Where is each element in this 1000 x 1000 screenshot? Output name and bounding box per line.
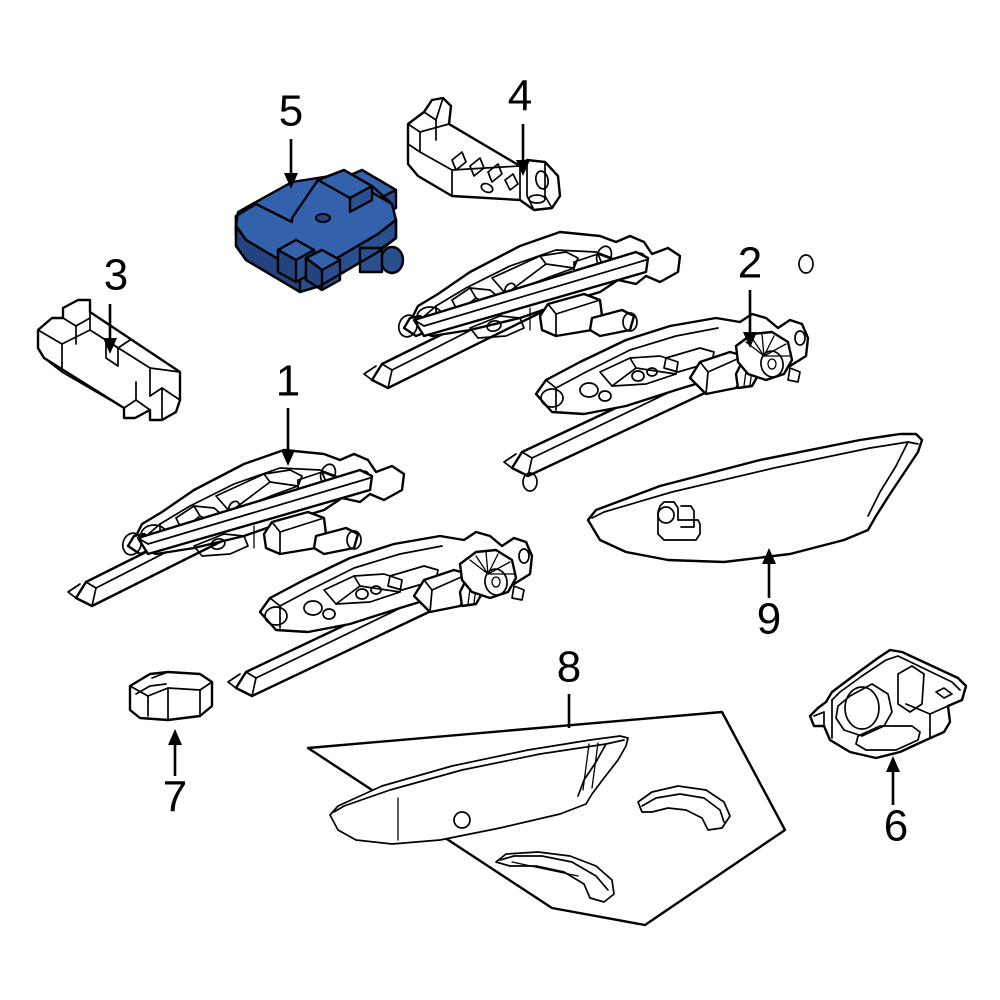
callout-5-arrowhead bbox=[284, 173, 298, 189]
callout-7[interactable]: 7 bbox=[163, 729, 187, 822]
callout-1-number: 1 bbox=[276, 357, 300, 406]
callout-1[interactable]: 1 bbox=[276, 357, 300, 466]
callout-9[interactable]: 9 bbox=[757, 548, 781, 644]
callout-5[interactable]: 5 bbox=[279, 87, 303, 189]
callout-8[interactable]: 8 bbox=[557, 643, 581, 728]
callout-9-number: 9 bbox=[757, 595, 781, 644]
callout-6-number: 6 bbox=[884, 802, 908, 851]
part-8-seat-trim-panel-kit[interactable] bbox=[306, 710, 787, 927]
part-5-seat-control-module[interactable] bbox=[234, 168, 405, 294]
callout-6-arrowhead bbox=[886, 756, 900, 772]
callout-3-arrowhead bbox=[103, 338, 117, 354]
part-1-seat-track-adjuster-left[interactable] bbox=[67, 448, 538, 698]
callout-7-number: 7 bbox=[163, 773, 187, 822]
callout-2[interactable]: 2 bbox=[738, 239, 762, 348]
callout-2-number: 2 bbox=[738, 239, 762, 288]
callout-3-number: 3 bbox=[104, 251, 128, 300]
callout-2-arrowhead bbox=[743, 332, 757, 348]
callout-7-arrowhead bbox=[168, 729, 182, 745]
callout-layer: 1 2 3 4 bbox=[103, 72, 908, 851]
callout-8-number: 8 bbox=[557, 643, 581, 692]
part-7-track-end-cap[interactable] bbox=[128, 670, 214, 722]
callout-3[interactable]: 3 bbox=[103, 251, 128, 354]
callout-1-arrowhead bbox=[281, 450, 295, 466]
callout-9-arrowhead bbox=[762, 548, 776, 564]
callout-5-number: 5 bbox=[279, 87, 303, 136]
callout-4-arrowhead bbox=[516, 160, 530, 176]
callout-6[interactable]: 6 bbox=[884, 756, 908, 851]
part-9-seat-side-trim-cover[interactable] bbox=[586, 432, 924, 564]
part-4-seat-mounting-bracket[interactable] bbox=[406, 96, 562, 212]
callout-4[interactable]: 4 bbox=[508, 72, 532, 176]
part-6-seat-switch-housing[interactable] bbox=[808, 648, 968, 760]
callout-4-number: 4 bbox=[508, 72, 532, 121]
